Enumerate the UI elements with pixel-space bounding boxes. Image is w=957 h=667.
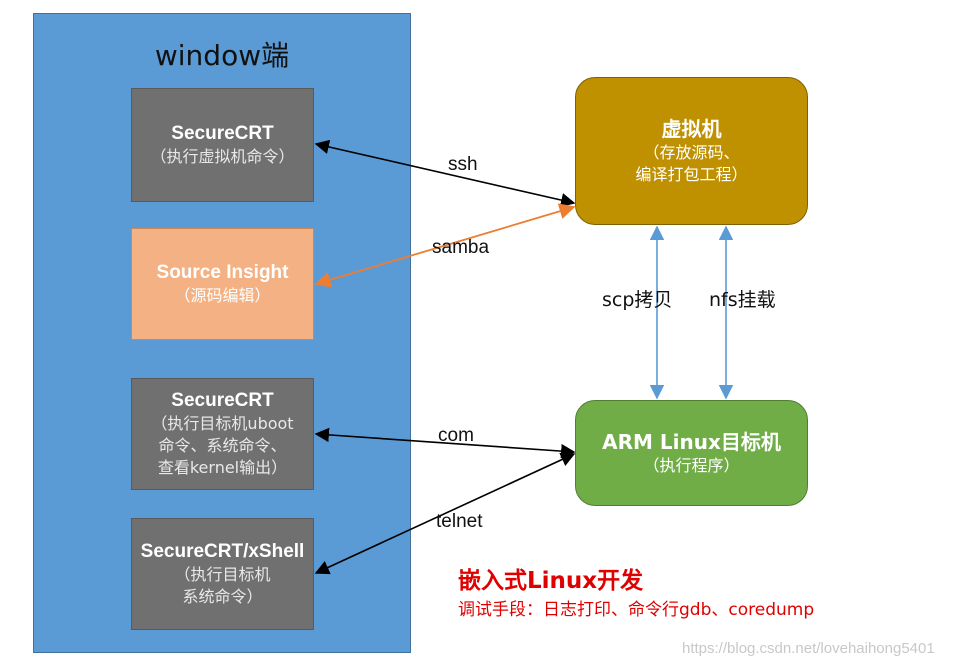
securecrt-xshell-line: （执行目标机	[174, 565, 271, 584]
ssh-label: ssh	[448, 154, 478, 175]
telnet-arrow	[314, 452, 576, 575]
securecrt-vm-title: SecureCRT	[171, 123, 274, 144]
virtual-machine-line: 编译打包工程）	[635, 165, 748, 184]
securecrt-vm-box: SecureCRT （执行虚拟机命令）	[131, 88, 314, 202]
source-insight-title: Source Insight	[156, 262, 289, 283]
summary-title: 嵌入式Linux开发	[458, 568, 644, 594]
securecrt-target-line: （执行目标机uboot	[151, 414, 294, 433]
samba-arrow	[314, 203, 576, 288]
securecrt-target-box: SecureCRT （执行目标机uboot 命令、系统命令、 查看kernel输…	[131, 378, 314, 490]
arm-target-box: ARM Linux目标机 （执行程序）	[575, 400, 808, 506]
securecrt-xshell-box: SecureCRT/xShell （执行目标机 系统命令）	[131, 518, 314, 630]
samba-label: samba	[432, 237, 490, 258]
securecrt-xshell-title: SecureCRT/xShell	[140, 541, 305, 562]
virtual-machine-line: （存放源码、	[643, 143, 740, 162]
arm-target-title: ARM Linux目标机	[602, 430, 781, 454]
virtual-machine-title: 虚拟机	[661, 117, 722, 141]
securecrt-target-line: 命令、系统命令、	[158, 436, 287, 455]
com-arrow	[314, 427, 576, 459]
securecrt-xshell-line: 系统命令）	[182, 587, 263, 606]
arm-target-line: （执行程序）	[643, 456, 740, 475]
ssh-arrow	[314, 139, 576, 208]
nfs-label: nfs挂载	[709, 289, 776, 311]
scp-label: scp拷贝	[602, 289, 673, 311]
summary-subtitle: 调试手段：日志打印、命令行gdb、coredump	[458, 600, 815, 620]
securecrt-target-line: 查看kernel输出）	[157, 458, 288, 477]
virtual-machine-box: 虚拟机 （存放源码、 编译打包工程）	[575, 77, 808, 225]
source-insight-box: Source Insight （源码编辑）	[131, 228, 314, 340]
windows-panel-title: window端	[154, 39, 290, 72]
securecrt-vm-line: （执行虚拟机命令）	[150, 147, 295, 166]
watermark: https://blog.csdn.net/lovehaihong5401	[682, 640, 935, 657]
com-label: com	[438, 425, 474, 446]
telnet-label: telnet	[436, 511, 483, 532]
securecrt-target-title: SecureCRT	[171, 390, 274, 411]
source-insight-line: （源码编辑）	[174, 286, 271, 305]
